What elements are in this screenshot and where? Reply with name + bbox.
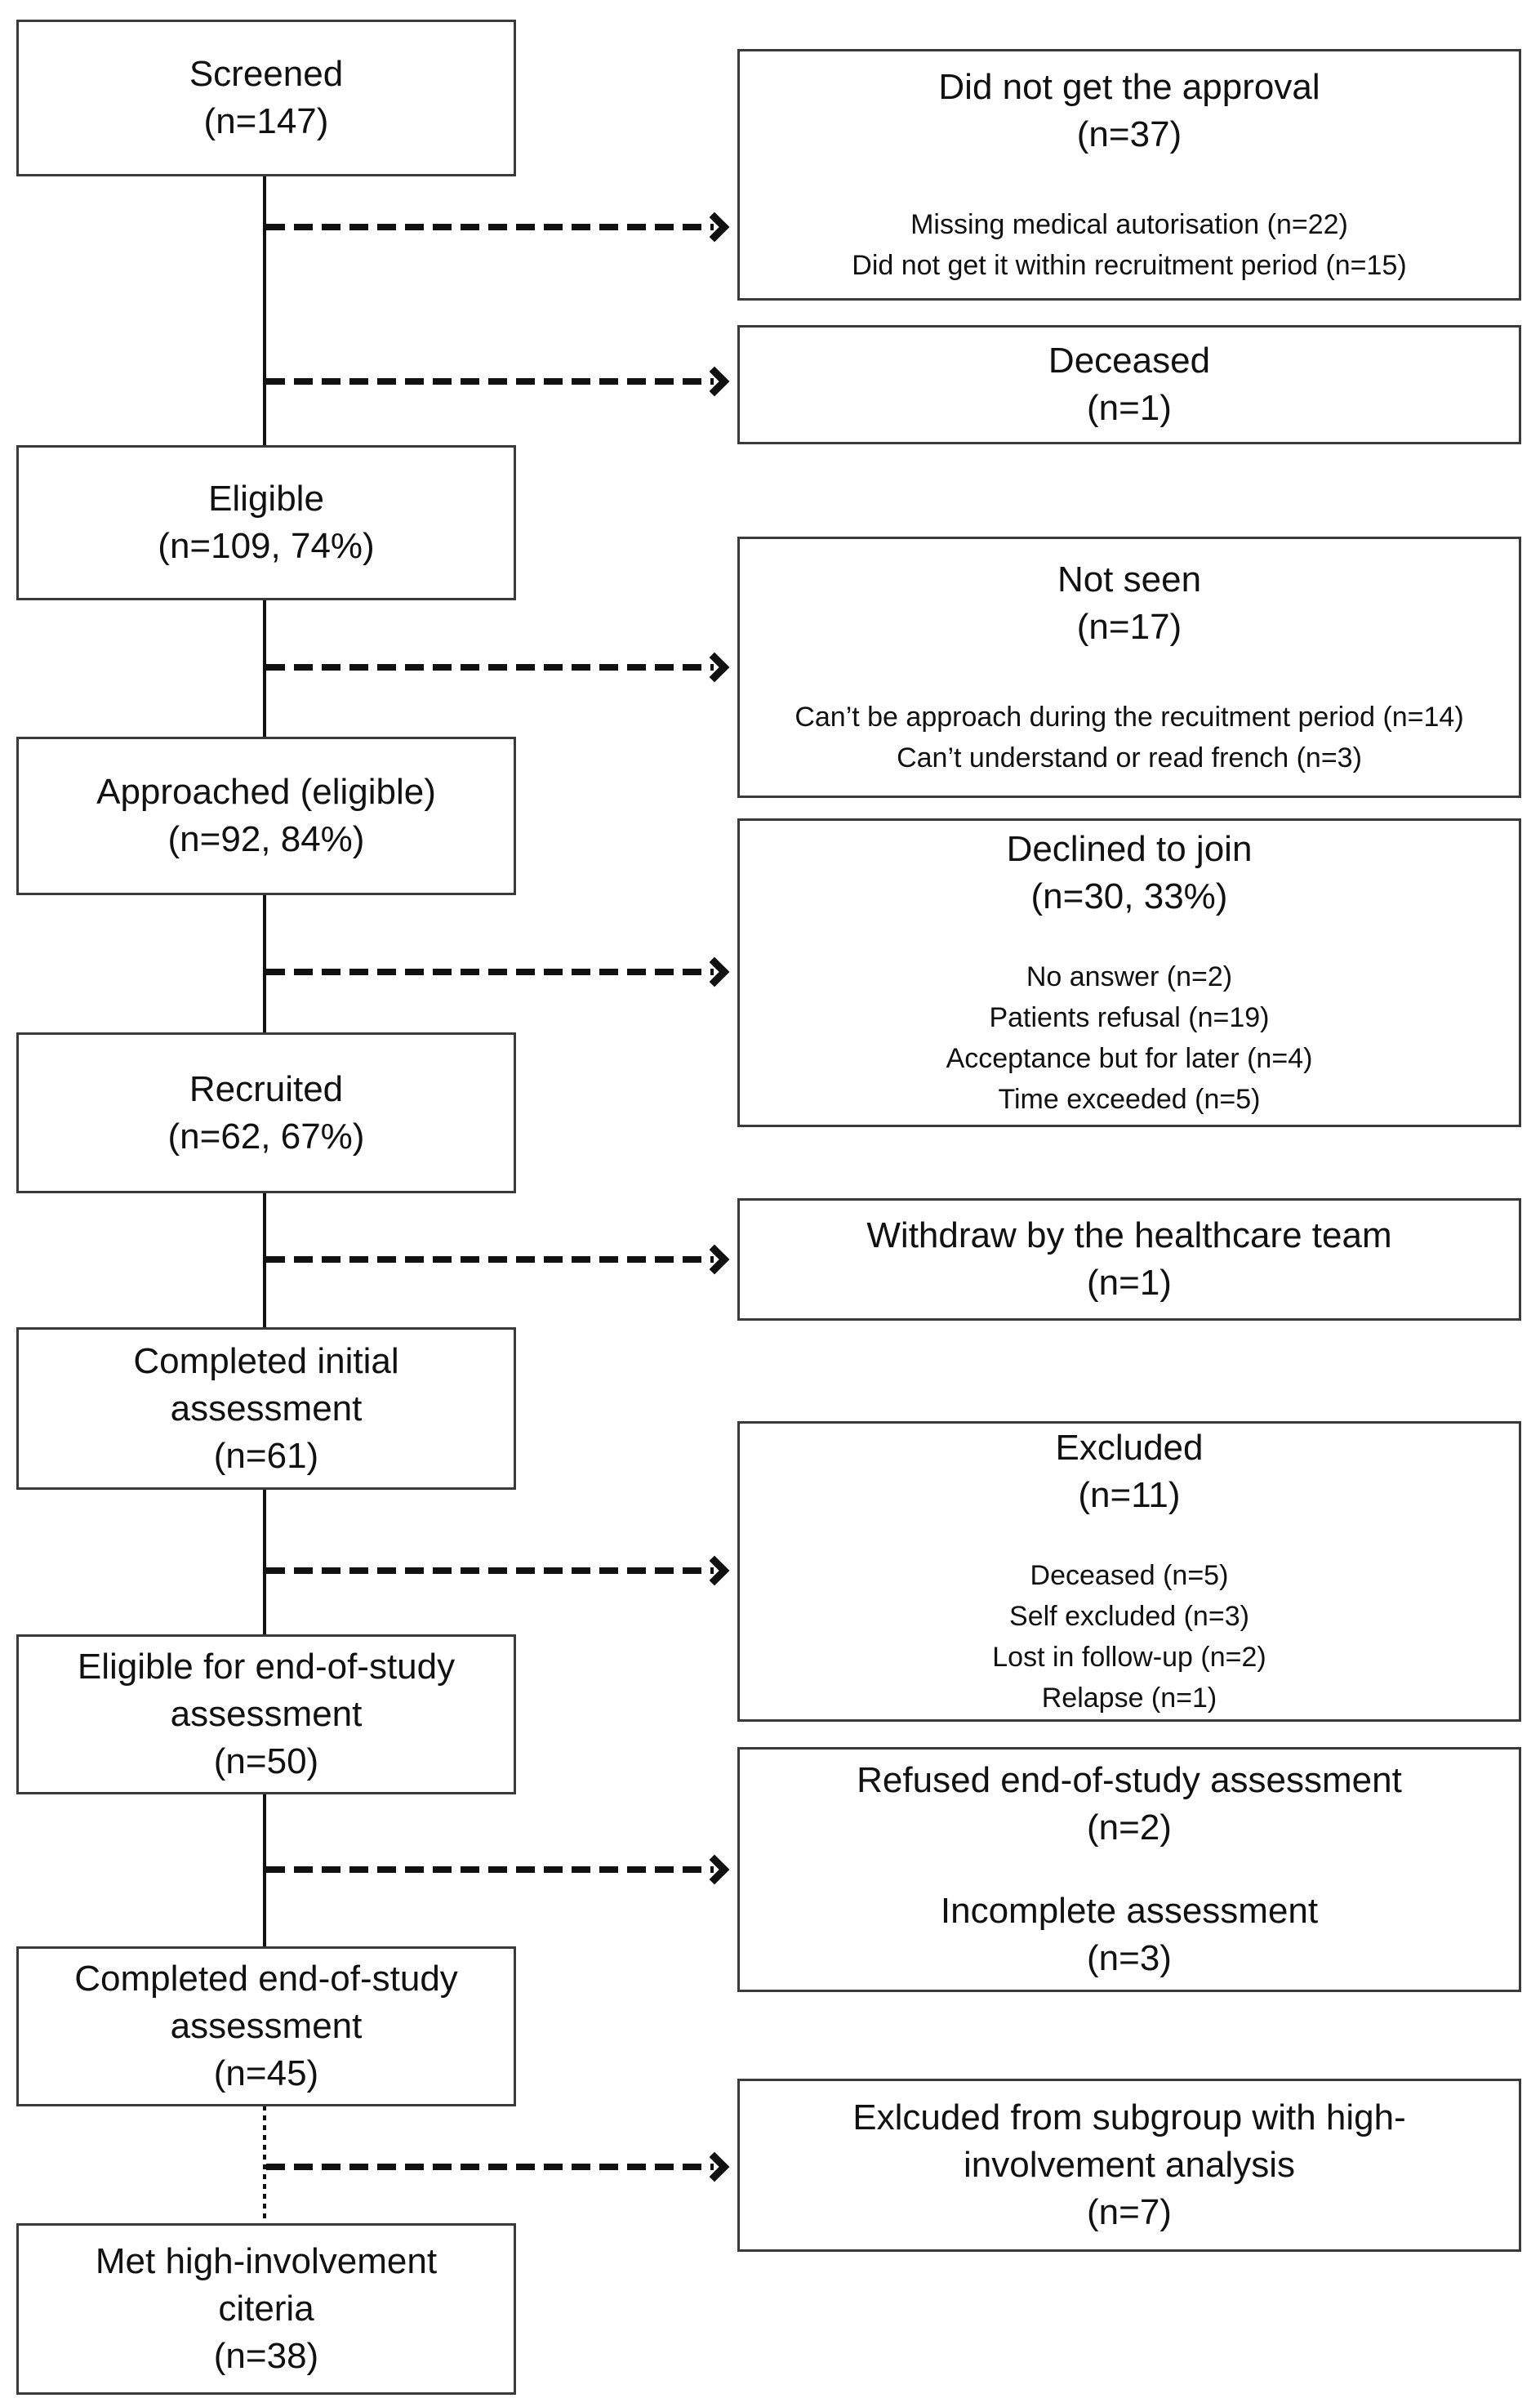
box-detail-line: Time exceeded (n=5) [998,1084,1261,1115]
box-line: (n=109, 74%) [158,526,375,566]
box-title-line: (n=17) [1076,607,1182,647]
arrow-to-excluded-subgroup [266,2164,714,2170]
side-box-did-not-get-approval: Did not get the approval (n=37) Missing … [737,49,1521,301]
box-detail-line: Self excluded (n=3) [1009,1601,1249,1632]
box-title-line: Refused end-of-study assessment [857,1760,1402,1800]
box-title-line: Exlcuded from subgroup with high- [852,2097,1406,2137]
side-box-declined-to-join: Declined to join (n=30, 33%) No answer (… [737,818,1521,1127]
box-detail-line: Can’t understand or read french (n=3) [897,742,1362,773]
box-title-line: Excluded [1055,1428,1204,1468]
flow-box-recruited: Recruited (n=62, 67%) [16,1032,516,1193]
connector-completed-initial-eligible-eos [263,1489,266,1634]
arrowhead-not-seen-icon [699,652,730,683]
box-line: assessment [170,2006,363,2046]
box-line: (n=50) [213,1741,319,1781]
box-title-line: Incomplete assessment [940,1891,1319,1931]
side-box-deceased: Deceased (n=1) [737,325,1521,444]
box-line: Met high-involvement [95,2241,438,2281]
box-detail-line: Can’t be approach during the recuitment … [794,702,1464,733]
flow-box-eligible: Eligible (n=109, 74%) [16,445,516,600]
box-title-line: (n=11) [1078,1475,1181,1515]
box-title-line: involvement analysis [964,2145,1295,2185]
box-title-line: Declined to join [1006,829,1253,869]
side-box-not-seen: Not seen (n=17) Can’t be approach during… [737,537,1521,798]
flow-box-approached: Approached (eligible) (n=92, 84%) [16,737,516,895]
box-line: Screened [189,54,344,94]
box-title-line: (n=2) [1087,1807,1172,1848]
connector-screened-eligible [263,176,266,445]
box-title-line: Did not get the approval [938,67,1320,107]
box-detail-line: Missing medical autorisation (n=22) [910,209,1348,240]
box-line: Completed initial [133,1340,399,1381]
box-line: (n=92, 84%) [167,819,365,859]
side-box-excluded-subgroup: Exlcuded from subgroup with high- involv… [737,2079,1521,2252]
arrowhead-did-not-get-approval-icon [699,212,730,243]
arrow-to-refused-eos [266,1866,714,1873]
box-line: (n=61) [213,1435,319,1476]
box-title-line: (n=7) [1087,2192,1172,2232]
box-line: (n=45) [213,2053,319,2093]
arrowhead-deceased-icon [699,366,730,397]
box-title-line: Deceased [1048,341,1211,381]
side-box-withdraw-healthcare-team: Withdraw by the healthcare team (n=1) [737,1198,1521,1321]
box-title-line: Not seen [1057,559,1202,600]
box-title-line: Withdraw by the healthcare team [866,1215,1392,1255]
box-detail-line: Did not get it within recruitment period… [852,250,1407,281]
arrow-to-withdraw [266,1256,714,1263]
connector-eligible-eos-completed-eos [263,1794,266,1946]
arrow-to-declined [266,969,714,975]
box-title-line: (n=30, 33%) [1030,876,1228,916]
arrowhead-withdraw-icon [699,1244,730,1275]
box-line: Completed end-of-study [74,1959,458,1999]
arrow-to-deceased [266,378,714,385]
box-title-line: (n=1) [1087,388,1172,428]
box-title-line: (n=37) [1076,114,1182,154]
connector-recruited-completed-initial [263,1192,266,1327]
box-detail-line: Acceptance but for later (n=4) [946,1043,1313,1074]
flow-box-completed-initial: Completed initial assessment (n=61) [16,1327,516,1490]
side-box-refused-end-of-study: Refused end-of-study assessment (n=2) In… [737,1747,1521,1992]
box-line: Recruited [189,1068,344,1109]
box-detail-line: Lost in follow-up (n=2) [992,1642,1266,1673]
connector-approached-recruited [263,894,266,1032]
box-line: (n=38) [213,2336,319,2376]
flow-box-completed-end-of-study: Completed end-of-study assessment (n=45) [16,1946,516,2106]
box-detail-line: No answer (n=2) [1026,961,1233,992]
box-title-line: (n=3) [1087,1938,1172,1978]
box-line: citeria [218,2289,314,2329]
arrowhead-refused-eos-icon [699,1854,730,1885]
arrowhead-declined-icon [699,956,730,987]
box-detail-line: Deceased (n=5) [1030,1560,1229,1591]
side-box-excluded: Excluded (n=11) Deceased (n=5) Self excl… [737,1421,1521,1722]
box-line: Approached (eligible) [96,772,436,812]
arrow-to-did-not-get-approval [266,224,714,230]
box-line: (n=62, 67%) [167,1116,365,1157]
box-line: Eligible for end-of-study [77,1647,456,1687]
flow-box-eligible-end-of-study: Eligible for end-of-study assessment (n=… [16,1634,516,1794]
connector-eligible-approached [263,600,266,737]
box-line: assessment [170,1694,363,1734]
arrowhead-excluded-icon [699,1555,730,1586]
box-title-line: (n=1) [1087,1263,1172,1303]
flow-box-screened: Screened (n=147) [16,20,516,176]
box-line: Eligible [208,479,324,519]
arrow-to-excluded [266,1567,714,1574]
flow-box-met-high-involvement: Met high-involvement citeria (n=38) [16,2223,516,2395]
box-detail-line: Patients refusal (n=19) [989,1002,1270,1033]
connector-completed-eos-met-criteria-dotted [263,2106,266,2223]
arrow-to-not-seen [266,664,714,671]
box-detail-line: Relapse (n=1) [1041,1683,1217,1714]
box-line: assessment [170,1388,363,1429]
box-line: (n=147) [203,101,329,141]
arrowhead-excluded-subgroup-icon [699,2151,730,2182]
